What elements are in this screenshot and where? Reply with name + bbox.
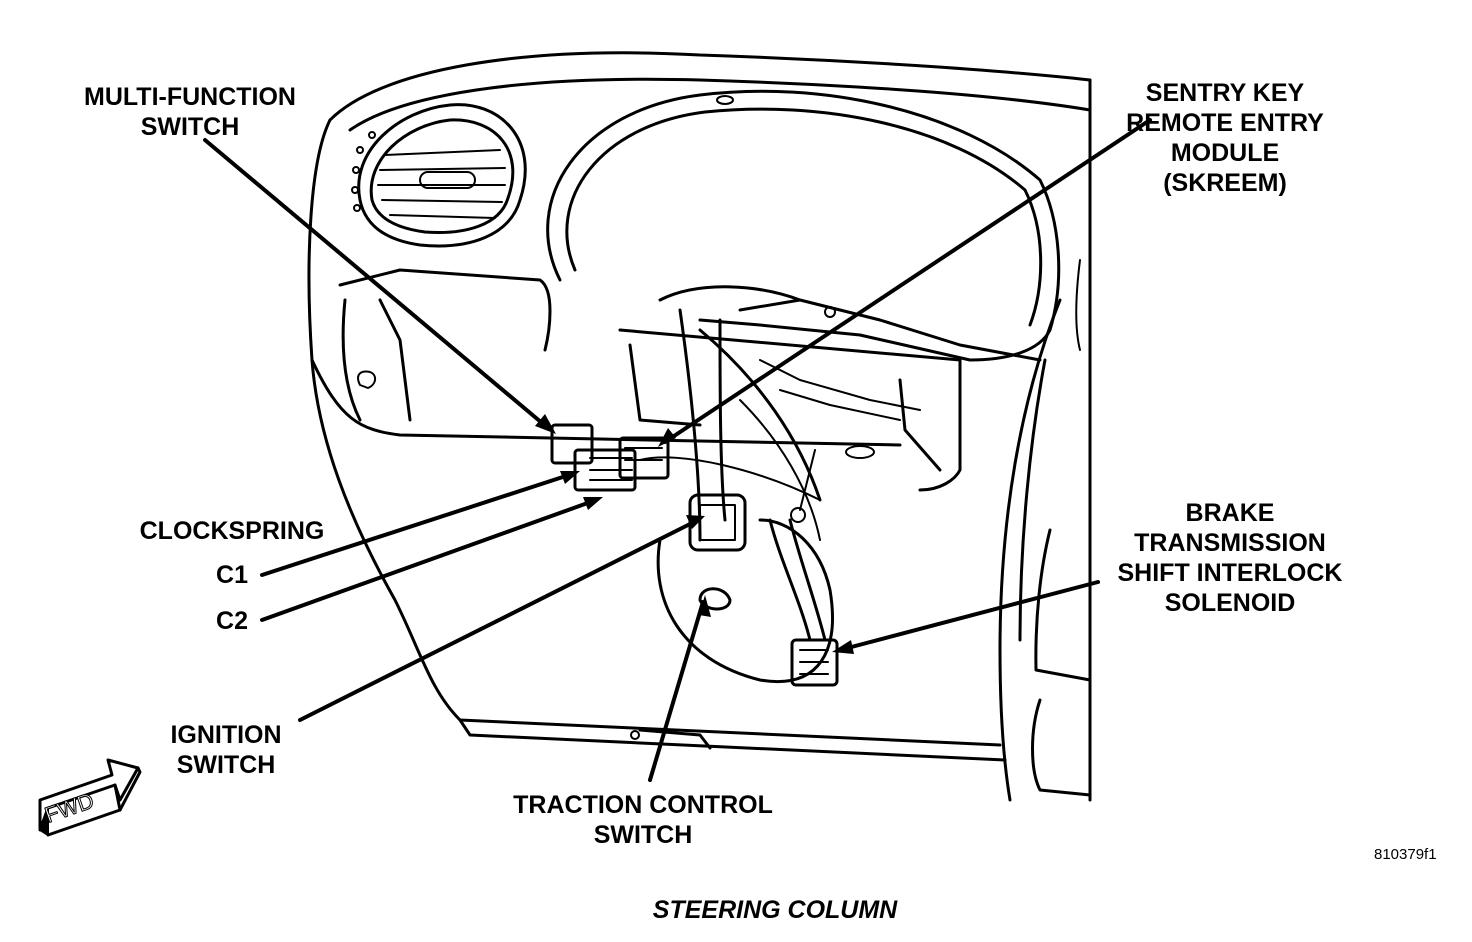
arrowheads (535, 414, 854, 654)
lower-dash-panel (338, 268, 962, 492)
figure-caption: STEERING COLUMN (652, 896, 898, 924)
label-ignition-switch: IGNITION SWITCH (170, 721, 282, 779)
fwd-label: FWD (41, 788, 97, 828)
label-clockspring: CLOCKSPRING (139, 517, 325, 545)
clockspring-connector (573, 448, 637, 492)
brake-leader (838, 580, 1100, 652)
label-skreem: SENTRY KEY REMOTE ENTRY MODULE (SKREEM) (1126, 79, 1324, 197)
label-traction-control-switch: TRACTION CONTROL SWITCH (513, 791, 773, 849)
multi-function-leader (203, 138, 550, 430)
leader-arrows (203, 118, 1152, 782)
fwd-arrow-icon (38, 758, 142, 837)
traction-control-switch-body (698, 587, 732, 611)
skreem-leader (663, 118, 1152, 444)
figure-reference: 810379f1 (1374, 846, 1437, 863)
dashboard-panel (307, 51, 1092, 762)
air-vent (351, 103, 527, 248)
ignition-leader (298, 518, 700, 722)
connectors (550, 423, 839, 687)
traction-leader (648, 600, 705, 782)
multi-function-switch-connector (550, 423, 594, 465)
instrument-cluster-hood (546, 89, 1061, 362)
skreem-connector (618, 436, 670, 480)
c1-leader (260, 472, 574, 577)
label-multi-function-switch: MULTI-FUNCTION SWITCH (84, 83, 296, 141)
c2-leader (260, 498, 598, 622)
brake-interlock-solenoid (790, 638, 839, 687)
label-c1: C1 (216, 561, 248, 589)
label-brake-interlock: BRAKE TRANSMISSION SHIFT INTERLOCK SOLEN… (1117, 499, 1343, 617)
label-c2: C2 (216, 607, 248, 635)
